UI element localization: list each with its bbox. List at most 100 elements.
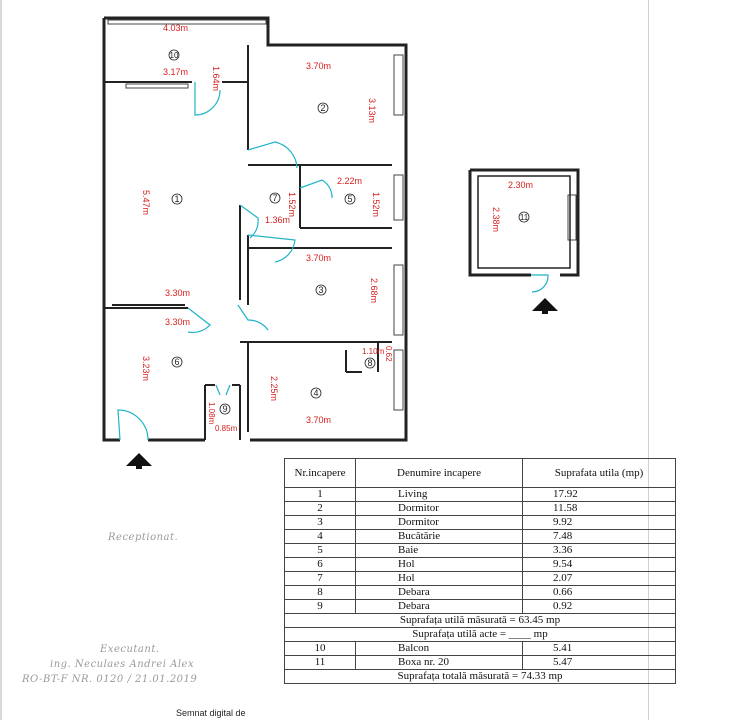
cell-area: 5.47 [522,655,676,670]
cell-nr: 8 [284,585,356,600]
acts-total: Suprafața utilă acte = ____ mp [284,627,676,642]
dim-living-width: 3.30m [165,288,190,298]
registration-number: RO-BT-F NR. 0120 / 21.01.2019 [22,674,198,685]
room-number-3: 3 [318,285,323,295]
executant-label: Executant. [100,644,160,655]
entry-arrow-stem [136,460,142,469]
area-table: Nr.incapere Denumire incapere Suprafata … [284,458,676,684]
dim-kitchen-width: 3.70m [306,415,331,425]
dim-room3-width: 3.70m [306,253,331,263]
cell-area: 9.54 [522,557,676,572]
dimension-labels: 4.03m 3.17m 1.64m 3.70m 3.13m 5.47m 1.36… [141,23,533,433]
dim-hol7-width: 1.36m [265,215,290,225]
room-number-11: 11 [520,213,529,222]
header-name: Denumire incapere [355,458,523,488]
room-number-2: 2 [320,103,325,113]
cell-area: 0.92 [522,599,676,614]
cell-name: Balcon [355,641,523,656]
cell-name: Debara [355,585,523,600]
dim-room3-depth: 2.68m [369,278,379,303]
cell-area: 3.36 [522,543,676,558]
dim-room1-depth: 5.47m [141,190,151,215]
cell-name: Debara [355,599,523,614]
entry-arrow-apartment [126,453,152,466]
dim-debara8-width: 1.10m [362,347,385,356]
acts-total-row: Suprafața utilă acte = ____ mp [284,627,676,642]
dim-hol6-width: 3.30m [165,317,190,327]
dim-boxa-width: 2.30m [508,180,533,190]
cell-nr: 5 [284,543,356,558]
cell-area: 9.92 [522,515,676,530]
cell-area: 7.48 [522,529,676,544]
cell-nr: 4 [284,529,356,544]
doors [117,82,549,441]
room-number-10: 10 [170,51,179,60]
cell-name: Dormitor [355,501,523,516]
dim-boxa-depth: 2.38m [491,207,501,232]
header-area: Suprafata utila (mp) [522,458,676,488]
entry-arrow-boxa-stem [542,305,548,314]
dim-room2-width: 3.70m [306,61,331,71]
cell-nr: 11 [284,655,356,670]
boxa-inner [477,175,571,269]
cell-name: Boxa nr. 20 [355,655,523,670]
dim-hol6-depth: 3.23m [141,356,151,381]
dim-debara8-depth: 0.62 [384,346,393,362]
measured-total-row: Suprafața utilă măsurată = 63.45 mp [284,613,676,628]
dim-debara9-width: 0.85m [215,424,238,433]
room-circles [168,49,530,415]
room-number-6: 6 [174,357,179,367]
engineer-name: ing. Neculaes Andrei Alex [50,659,195,670]
room-number-8: 8 [367,358,372,368]
received-stamp: Receptionat. [108,532,179,543]
cell-name: Hol [355,557,523,572]
interior-walls [104,45,392,440]
measured-total: Suprafața utilă măsurată = 63.45 mp [284,613,676,628]
cell-nr: 6 [284,557,356,572]
image-frame-left [0,0,2,720]
cell-area: 11.58 [522,501,676,516]
dim-balcon-inner: 3.17m [163,67,188,77]
dim-room2-depth: 3.13m [367,98,377,123]
image-frame-right [648,0,649,720]
cell-name: Hol [355,571,523,586]
cell-area: 17.92 [522,487,676,502]
grand-total: Suprafața totală măsurată = 74.33 mp [284,669,676,684]
cell-name: Baie [355,543,523,558]
dim-debara9-depth: 1.08m [207,402,216,425]
cell-nr: 1 [284,487,356,502]
cell-nr: 7 [284,571,356,586]
cell-area: 2.07 [522,571,676,586]
dim-kitchen-depth: 2.25m [269,376,279,401]
cell-name: Bucătărie [355,529,523,544]
grand-total-row: Suprafața totală măsurată = 74.33 mp [284,669,676,684]
table-header-row: Nr.incapere Denumire incapere Suprafata … [284,458,676,488]
dim-balcon-width: 4.03m [163,23,188,33]
room-number-5: 5 [347,194,352,204]
header-nr: Nr.incapere [284,458,356,488]
cell-nr: 3 [284,515,356,530]
entry-arrow-boxa [532,298,558,311]
boxa-outer [468,170,531,277]
boxa-outer-2 [470,168,580,277]
dim-baie-width: 2.22m [337,176,362,186]
dim-balcon-depth: 1.64m [211,66,221,91]
room-number-1: 1 [174,194,179,204]
cell-area: 0.66 [522,585,676,600]
dim-baie-depth: 1.52m [371,192,381,217]
dim-hol7-depth: 1.52m [287,192,297,217]
cell-nr: 2 [284,501,356,516]
windows [107,19,577,411]
floor-plan: 1 2 3 4 5 6 7 8 9 10 11 4.03m 3.17m 1.64… [102,16,580,469]
room-number-7: 7 [272,193,277,203]
